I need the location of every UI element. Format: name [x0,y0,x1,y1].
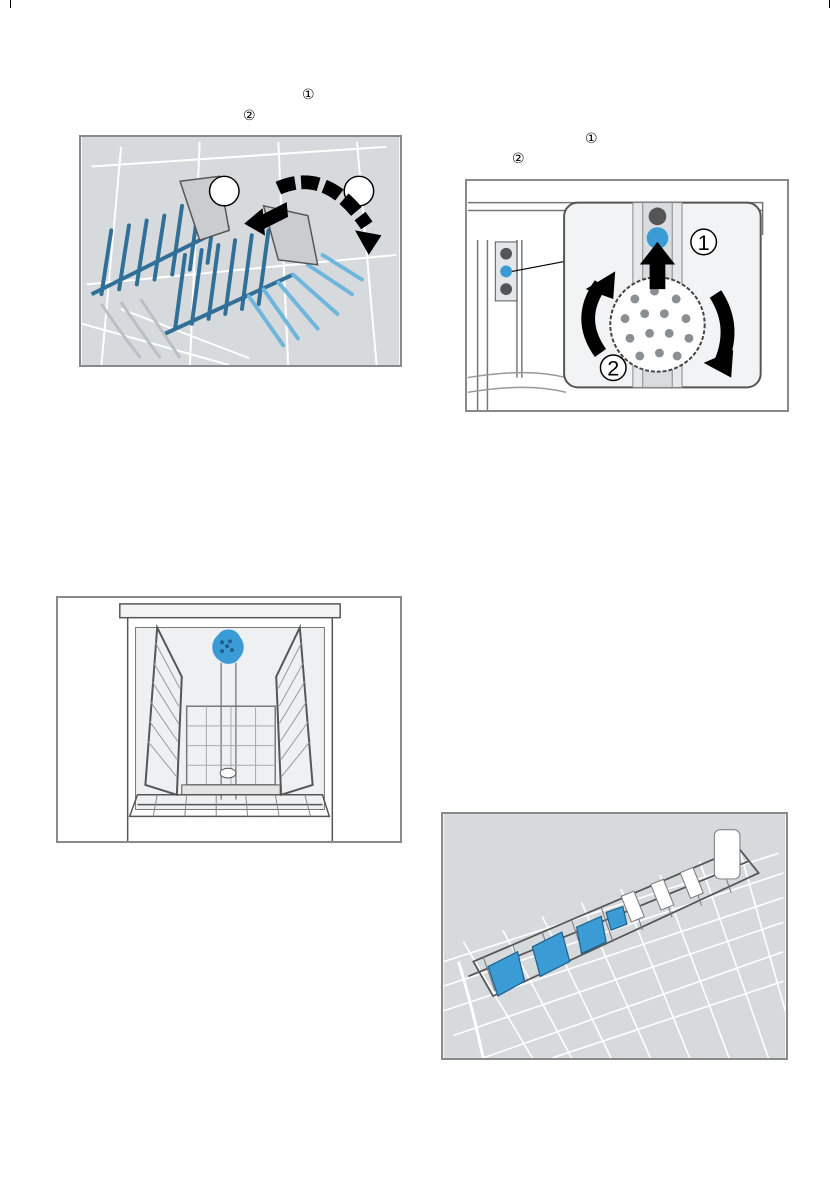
step-marker-1: ① [302,87,315,103]
rack-tines-illustration [81,137,400,365]
step-marker-1: ① [585,131,598,147]
callout-2-label: 2 [607,356,619,381]
figure-tub-front [56,596,402,843]
figure-nozzle: 1 2 [465,179,789,412]
tub-front-illustration [58,598,400,841]
step-marker-2: ② [243,108,256,124]
cutlery-rack-illustration [443,814,786,1058]
nozzle-illustration: 1 2 [467,181,787,410]
callout-1-label: 1 [698,230,710,255]
figure-rack-tines [79,135,402,367]
crop-mark [10,0,11,8]
callout-1 [210,176,239,205]
crop-mark [829,0,830,8]
step-marker-2: ② [512,151,525,167]
figure-cutlery-rack [441,812,788,1060]
